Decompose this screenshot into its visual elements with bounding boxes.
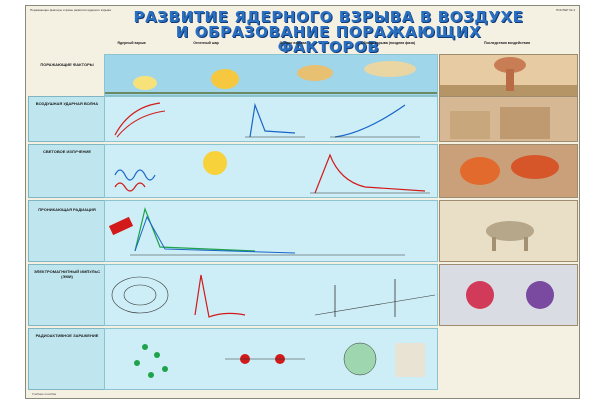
scientist-figure (395, 343, 425, 377)
row-label-shockwave: ВОЗДУШНАЯ УДАРНАЯ ВОЛНА (35, 101, 99, 106)
light-wave-blue (114, 169, 156, 181)
row-box-emp (28, 264, 105, 326)
shockwave-pressure-curve (249, 102, 296, 138)
emp-damage-photo (439, 264, 578, 326)
shockwave-diagram-cell (104, 96, 438, 142)
row-label-light: СВЕТОВОЕ ИЗЛУЧЕНИЕ (42, 149, 92, 154)
column-header-3: Облако взрыва (279, 41, 307, 45)
radiation-curve-blue (134, 215, 296, 254)
column-header-2: Огненный шар (193, 41, 219, 45)
explosion-sky-svg (105, 61, 437, 94)
light-fire-photo (439, 144, 578, 198)
row-label-emp: ЭЛЕКТРОМАГНИТНЫЙ ИМПУЛЬС (ЭМИ) (33, 269, 101, 279)
light-intensity-curve (314, 153, 426, 194)
title-line-2: И ОБРАЗОВАНИЕ ПОРАЖАЮЩИХ ФАКТОРОВ (175, 23, 482, 56)
row-label-factors: ПОРАЖАЮЩИЕ ФАКТОРЫ (40, 62, 94, 67)
radioactive-particles (134, 344, 168, 378)
row-label-contamination: РАДИОАКТИВНОЕ ЗАРАЖЕНИЕ (35, 333, 99, 338)
power-line (314, 294, 436, 316)
poster-frame: Поражающие факторы и фазы развития ядерн… (25, 5, 580, 399)
sun-fireball (203, 151, 227, 175)
poster-title: РАЗВИТИЕ ЯДЕРНОГО ВЗРЫВА В ВОЗДУХЕ И ОБР… (131, 10, 526, 55)
row-box-shockwave (28, 96, 105, 142)
emp-field-lines (111, 276, 169, 314)
mushroom-svg (440, 57, 577, 97)
row-label-radiation: ПРОНИКАЮЩАЯ РАДИАЦИЯ (38, 207, 96, 212)
fireball-early (133, 76, 157, 90)
emp-svg (111, 274, 436, 318)
shockwave-growth-curve (334, 104, 406, 138)
column-header-5: Последствия воздействия (483, 41, 531, 45)
row-box-light (28, 144, 105, 198)
light-wave-red (114, 182, 146, 192)
petri-dish (343, 342, 377, 376)
radiation-curve-green (134, 207, 256, 252)
dosimeter-icon (108, 216, 134, 236)
shockwave-damage-photo (439, 96, 578, 142)
light-svg (114, 151, 430, 194)
radiation-svg (108, 207, 405, 256)
column-header-1: Ядерный взрыв (117, 41, 146, 45)
header-small-right: ПОСТЕР № 4 (556, 8, 575, 12)
cloud-mid (297, 65, 333, 81)
column-header-4: Облако взрыва (поздняя фаза) (360, 41, 416, 45)
contamination-svg (134, 342, 425, 378)
shockwave-front-1 (114, 102, 161, 136)
shockwave-front-2 (116, 110, 166, 138)
fireball-mid (211, 69, 239, 89)
explosion-sky-strip (104, 54, 438, 96)
title-line-1: РАЗВИТИЕ ЯДЕРНОГО ВЗРЫВА В ВОЗДУХЕ (133, 8, 524, 26)
mushroom-cloud-photo (439, 54, 578, 98)
shockwave-svg (114, 102, 420, 138)
contamination-diagram-cell (104, 328, 438, 390)
radiation-diagram-cell (104, 200, 438, 262)
light-diagram-cell (104, 144, 438, 198)
emp-pulse-curve (194, 274, 246, 318)
cloud-late (364, 61, 416, 77)
header-small-left: Поражающие факторы и фазы развития ядерн… (30, 8, 111, 12)
radiation-animal-photo (439, 200, 578, 262)
footer-small: Учебное пособие (32, 392, 57, 396)
emp-diagram-cell (104, 264, 438, 326)
